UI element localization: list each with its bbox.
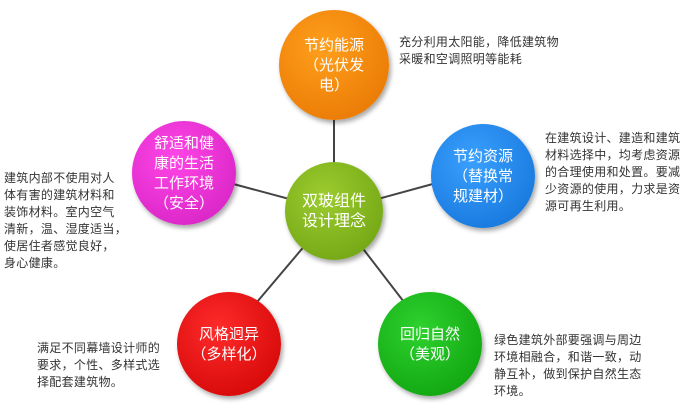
description-line: 环境。 xyxy=(494,384,531,398)
node-label-line: 回归自然 xyxy=(399,325,460,343)
node-label-line: （光伏发 xyxy=(303,56,364,74)
description-line: 采暖和空调照明等能耗 xyxy=(399,52,523,66)
node-label-line: （美观） xyxy=(399,345,460,363)
description-line: 静互补，做到保护自然生态 xyxy=(494,367,642,381)
description-line: 源可再生利用。 xyxy=(545,199,632,213)
description-comfort-health: 建筑内部不使用对人 体有害的建筑材料和 装饰材料。室内空气 清新，温、湿度适当，… xyxy=(4,170,134,272)
description-line: 充分利用太阳能，降低建筑物 xyxy=(399,35,559,49)
description-line: 清新，温、湿度适当， xyxy=(4,222,128,236)
description-line: 择配套建筑物。 xyxy=(37,375,124,389)
center-node: 双玻组件 设计理念 xyxy=(285,162,383,260)
description-line: 满足不同幕墙设计师的 xyxy=(37,341,161,355)
node-label-line: 节约能源 xyxy=(303,36,364,54)
description-return-nature: 绿色建筑外部要强调与周边 环境相融合，和谐一致，动 静互补，做到保护自然生态 环… xyxy=(494,332,669,400)
node-comfort-health: 舒适和健 康的生活 工作环境 （安全） xyxy=(132,121,236,225)
description-resource-saving: 在建筑设计、建造和建筑 材料选择中，均考虑资源 的合理使用和处置。要减 少资源的… xyxy=(545,130,695,215)
node-label-line: 工作环境 xyxy=(153,174,214,192)
node-return-nature: 回归自然 （美观） xyxy=(378,292,482,396)
description-line: 材料选择中，均考虑资源 xyxy=(545,148,681,162)
description-line: 环境相融合，和谐一致，动 xyxy=(494,350,642,364)
description-line: 少资源的使用，力求是资 xyxy=(545,182,681,196)
description-line: 体有害的建筑材料和 xyxy=(4,188,115,202)
center-label-line: 设计理念 xyxy=(301,211,366,230)
description-line: 要求，个性、多样式选 xyxy=(37,358,161,372)
node-label-line: 节约资源 xyxy=(452,147,513,165)
node-label-line: 舒适和健 xyxy=(153,134,214,152)
node-style-diversity: 风格迥异 （多样化） xyxy=(177,292,281,396)
description-line: 绿色建筑外部要强调与周边 xyxy=(494,333,642,347)
description-line: 的合理使用和处置。要减 xyxy=(545,165,681,179)
node-label-line: （多样化） xyxy=(191,345,267,363)
description-line: 在建筑设计、建造和建筑 xyxy=(545,131,681,145)
node-resource-saving: 节约资源 （替换常 规建材） xyxy=(431,124,535,228)
node-label-line: 康的生活 xyxy=(153,154,214,172)
description-energy-saving: 充分利用太阳能，降低建筑物 采暖和空调照明等能耗 xyxy=(399,34,659,68)
center-label-line: 双玻组件 xyxy=(301,191,366,210)
node-label-line: 规建材） xyxy=(452,187,513,205)
node-label-line: 电） xyxy=(318,76,349,94)
description-line: 装饰材料。室内空气 xyxy=(4,205,115,219)
description-style-diversity: 满足不同幕墙设计师的 要求，个性、多样式选 择配套建筑物。 xyxy=(37,340,182,391)
description-line: 使居住者感觉良好， xyxy=(4,239,115,253)
node-energy-saving: 节约能源 （光伏发 电） xyxy=(279,10,389,120)
node-label-line: 风格迥异 xyxy=(198,325,259,343)
description-line: 建筑内部不使用对人 xyxy=(4,171,115,185)
description-line: 身心健康。 xyxy=(4,256,66,270)
node-label-line: （替换常 xyxy=(452,167,513,185)
node-label-line: （安全） xyxy=(153,194,214,212)
